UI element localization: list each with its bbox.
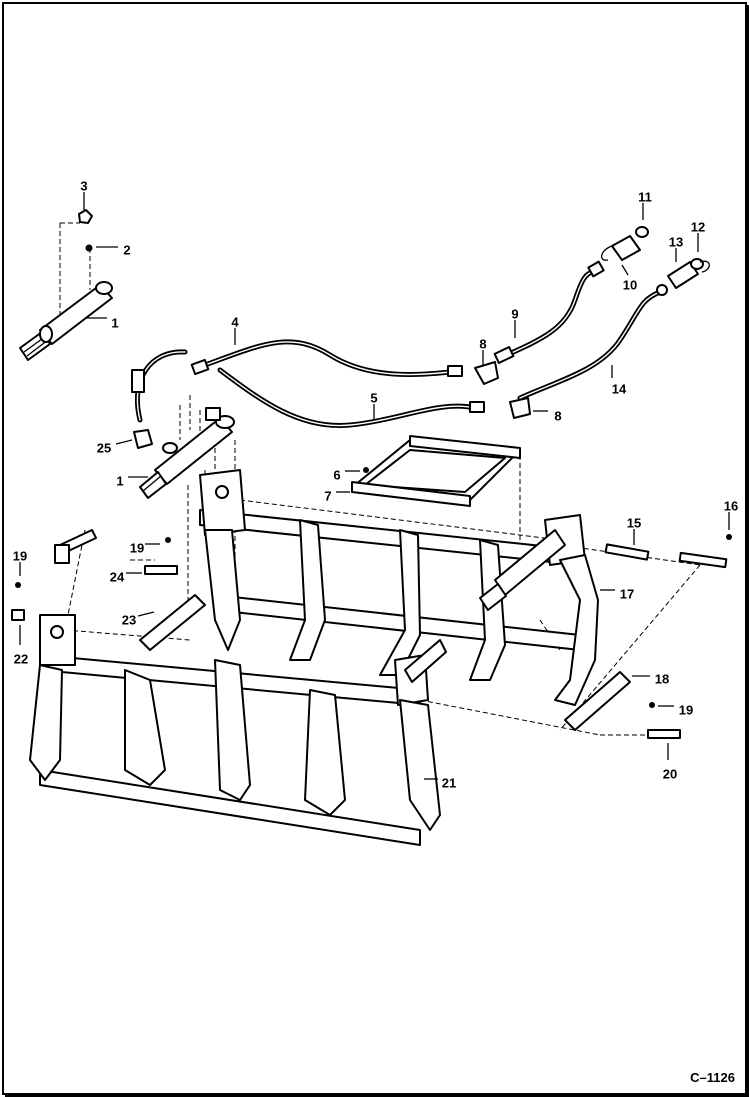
front-grapple-21	[29, 614, 447, 846]
callout-c3: 3	[80, 178, 87, 193]
callout-c25: 25	[97, 440, 111, 455]
fitting-8	[474, 361, 531, 419]
callout-c19a: 19	[130, 540, 144, 555]
hose-5	[217, 367, 485, 429]
leader-lines	[19, 192, 730, 780]
hydraulic-cylinder-upper	[19, 209, 113, 361]
pins-and-small-parts	[11, 529, 732, 739]
callout-c11: 11	[638, 189, 652, 204]
callout-c13: 13	[669, 234, 683, 249]
callout-c8a: 8	[479, 336, 486, 351]
callout-c8b: 8	[554, 408, 561, 423]
callout-c16: 16	[724, 498, 738, 513]
callout-c4: 4	[231, 314, 239, 329]
callout-c9: 9	[511, 306, 518, 321]
callout-c15: 15	[627, 515, 641, 530]
callout-c17: 17	[620, 586, 634, 601]
quick-couplers	[601, 226, 710, 296]
figure-id: C–1126	[690, 1070, 735, 1085]
callout-c10: 10	[623, 277, 637, 292]
callout-c14: 14	[612, 381, 627, 396]
callout-c21: 21	[442, 775, 456, 790]
callout-c24: 24	[110, 569, 125, 584]
hydraulic-cylinder-lower	[133, 407, 235, 499]
rear-grapple-frame	[199, 469, 599, 706]
crossbar-frame-7	[351, 435, 521, 507]
callout-c1b: 1	[116, 473, 123, 488]
hose-14	[517, 289, 663, 401]
callout-c5: 5	[370, 390, 377, 405]
hose-9	[493, 260, 605, 364]
callout-c22: 22	[14, 651, 28, 666]
hose-4	[131, 339, 463, 423]
callout-c6: 6	[333, 467, 340, 482]
callout-c18: 18	[655, 671, 669, 686]
callout-c19b: 19	[13, 548, 27, 563]
callout-c23: 23	[122, 612, 136, 627]
callout-c12: 12	[691, 219, 705, 234]
callout-c2: 2	[123, 242, 130, 257]
callout-c1a: 1	[111, 315, 118, 330]
callout-c7: 7	[324, 488, 331, 503]
callout-c19c: 19	[679, 702, 693, 717]
callout-c20: 20	[663, 766, 677, 781]
